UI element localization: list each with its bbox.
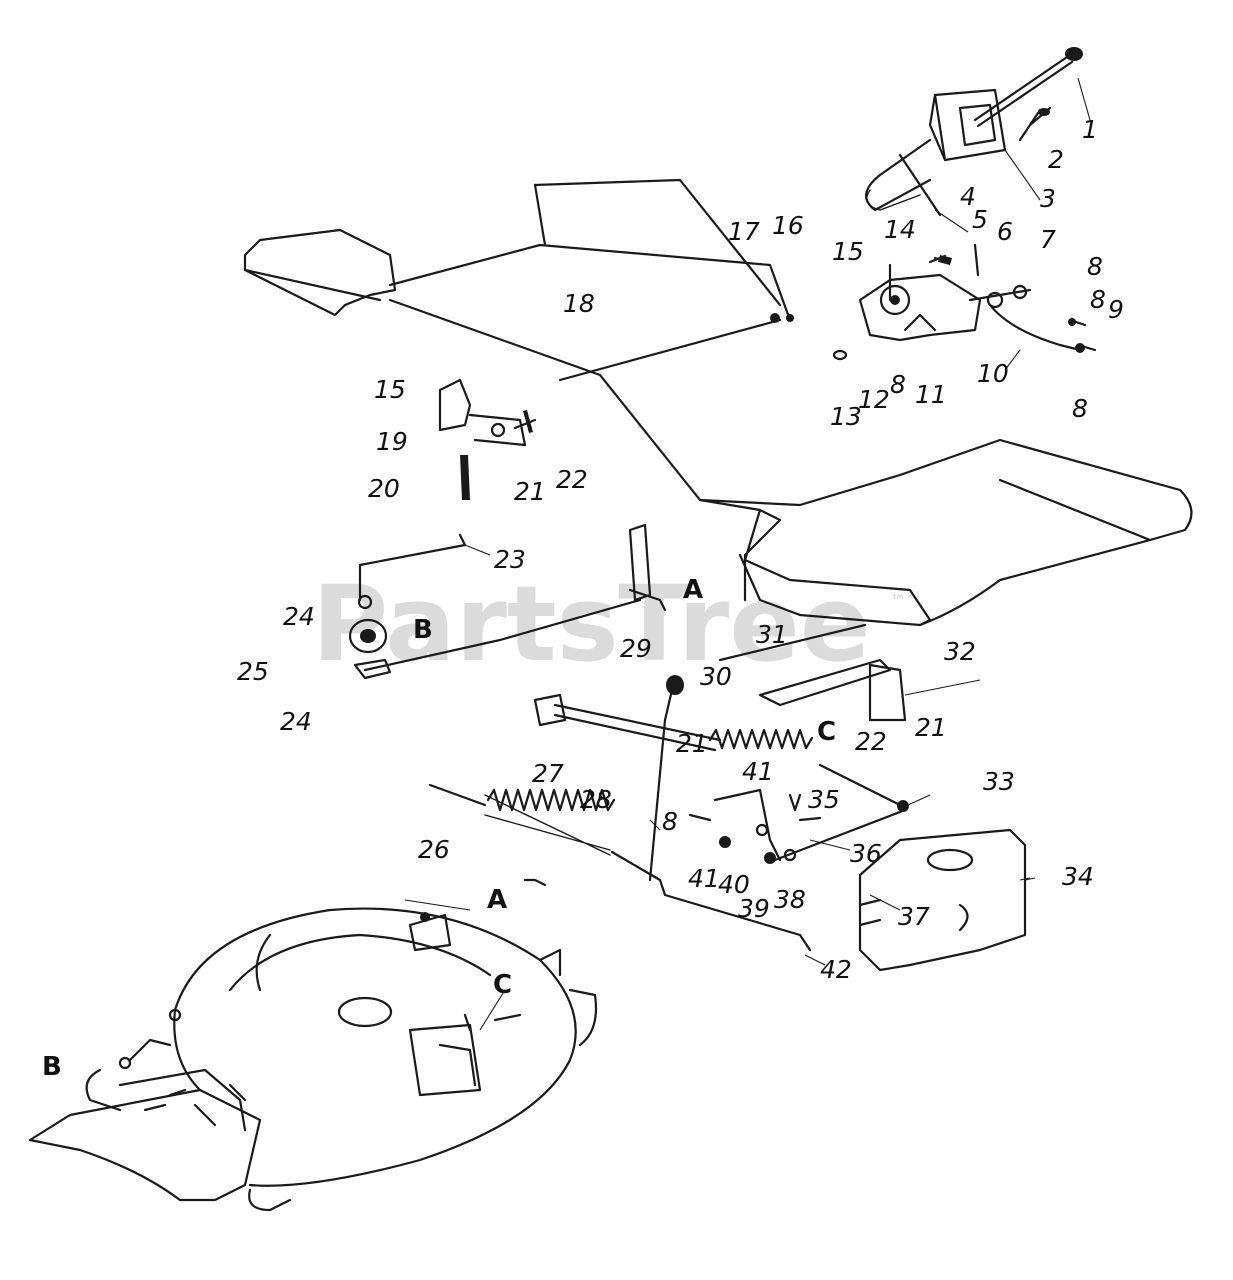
- callout-11: 11: [915, 380, 947, 409]
- callout-25: 25: [237, 657, 269, 686]
- callout-16: 16: [772, 211, 804, 240]
- callout-41-b: 41: [688, 864, 720, 893]
- callout-6: 6: [997, 217, 1013, 246]
- callout-36: 36: [850, 839, 882, 868]
- callout-8-e: 8: [662, 807, 678, 836]
- callout-21: 21: [514, 477, 546, 506]
- ref-letter-c-top: C: [817, 717, 836, 747]
- callout-15-b: 15: [374, 375, 406, 404]
- callout-30: 30: [700, 662, 732, 691]
- callout-32: 32: [944, 637, 976, 666]
- callout-10: 10: [977, 359, 1009, 388]
- callout-8-b: 8: [1072, 394, 1088, 423]
- callout-numbers: 1 2 3 4 5 6 7 8 9 8 8 10 11 8 12 13 14 1…: [237, 115, 1124, 984]
- callout-21-c: 21: [915, 713, 947, 742]
- leader-lines: [404, 77, 1091, 1031]
- callout-7: 7: [1040, 225, 1056, 254]
- reference-letters: A B C A C B: [42, 575, 836, 1082]
- callout-42: 42: [820, 955, 852, 984]
- ref-letter-b-deck: B: [42, 1052, 62, 1082]
- callout-8-d: 8: [1090, 285, 1106, 314]
- belt-guard: [858, 828, 1027, 972]
- ref-letter-c-deck: C: [493, 970, 512, 1000]
- control-lever-assembly: [865, 47, 1083, 217]
- callout-29: 29: [620, 634, 652, 663]
- lift-rod: [358, 533, 467, 602]
- callout-37: 37: [898, 902, 930, 931]
- watermark-trademark: ™: [890, 591, 906, 610]
- watermark-text: PartsTree: [312, 563, 870, 685]
- callout-19: 19: [376, 427, 408, 456]
- callout-33: 33: [983, 767, 1015, 796]
- callout-26: 26: [418, 835, 450, 864]
- callout-15: 15: [832, 237, 864, 266]
- callout-1: 1: [1082, 115, 1098, 144]
- lower-lever-cluster: [688, 788, 907, 864]
- callout-3: 3: [1040, 184, 1056, 213]
- callout-40: 40: [718, 870, 750, 899]
- ref-letter-b-top: B: [413, 615, 433, 645]
- callout-17: 17: [728, 217, 760, 246]
- springs: [428, 728, 909, 952]
- callout-22-b: 22: [855, 727, 887, 756]
- callout-31: 31: [756, 620, 788, 649]
- callout-13: 13: [830, 402, 862, 431]
- mounting-plate: [243, 178, 1193, 627]
- ref-letter-a-deck: A: [487, 885, 507, 915]
- callout-24-b: 24: [280, 707, 312, 736]
- callout-35: 35: [808, 785, 840, 814]
- center-lever-assembly: [533, 623, 907, 882]
- callout-8: 8: [1087, 252, 1103, 281]
- callout-34: 34: [1062, 862, 1094, 891]
- callout-24: 24: [283, 602, 315, 631]
- callout-38: 38: [774, 885, 806, 914]
- callout-39: 39: [738, 894, 770, 923]
- callout-41: 41: [742, 757, 774, 786]
- callout-23: 23: [494, 545, 526, 574]
- callout-2: 2: [1048, 145, 1064, 174]
- left-hanger-assembly: [438, 378, 537, 500]
- callout-21-b: 21: [676, 729, 708, 758]
- callout-8-c: 8: [890, 370, 906, 399]
- callout-5: 5: [972, 205, 988, 234]
- callout-20: 20: [368, 474, 400, 503]
- left-pulley-assembly: [348, 523, 667, 680]
- callout-14: 14: [884, 215, 916, 244]
- callout-9: 9: [1108, 295, 1124, 324]
- callout-28: 28: [580, 785, 612, 814]
- callout-12: 12: [858, 385, 890, 414]
- mower-deck: [28, 878, 598, 1212]
- callout-4: 4: [960, 182, 976, 211]
- callout-18: 18: [563, 289, 595, 318]
- pivot-bracket-cluster: [770, 243, 1097, 361]
- callout-27: 27: [532, 759, 564, 788]
- ref-letter-a-top: A: [683, 575, 703, 605]
- callout-22: 22: [556, 465, 588, 494]
